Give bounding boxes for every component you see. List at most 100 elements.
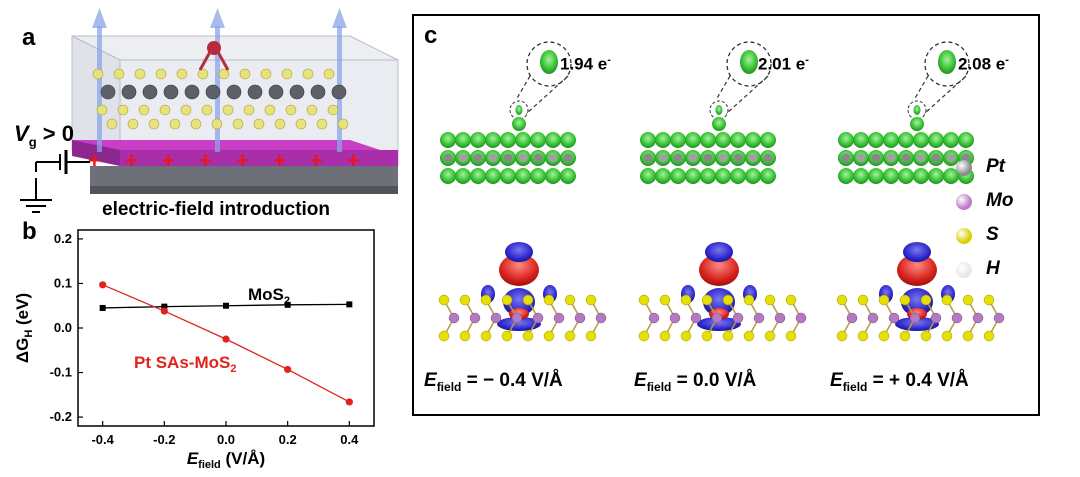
atom <box>673 153 683 163</box>
sulfur-atom <box>459 294 471 306</box>
charge-value-1: 1.94 e- <box>560 54 611 74</box>
data-point <box>284 301 291 308</box>
sulfur-atom <box>659 330 671 342</box>
small-zoom-circle <box>509 100 529 120</box>
charge-isosurface <box>883 168 899 184</box>
atom <box>763 153 773 163</box>
sulfur-atom <box>899 294 911 306</box>
y-tick-label: 0.0 <box>54 320 72 335</box>
atom <box>916 153 926 163</box>
sulfur-atom <box>680 294 692 306</box>
mo-atom <box>247 84 263 100</box>
atom <box>548 153 558 163</box>
sulfur-atom <box>190 118 202 130</box>
sulfur-atom <box>218 68 230 80</box>
atom <box>658 153 668 163</box>
mo-atom <box>163 84 179 100</box>
mo-atom <box>310 84 326 100</box>
plus-sign: + <box>273 148 286 173</box>
mo-atom <box>331 84 347 100</box>
sulfur-atom <box>232 118 244 130</box>
sulfur-atom <box>302 68 314 80</box>
sulfur-atom <box>169 118 181 130</box>
accumulation-lobe <box>705 242 733 262</box>
x-axis-label: Efield (V/Å) <box>187 449 265 471</box>
sulfur-atom <box>680 330 692 342</box>
field-label-2: Efield = 0.0 V/Å <box>634 370 757 394</box>
panel-label-a: a <box>22 24 36 51</box>
legend-dot-h <box>956 262 972 278</box>
plus-sign: + <box>199 148 212 173</box>
x-tick-label: 0.2 <box>279 432 297 447</box>
mo-atom <box>909 312 921 324</box>
sulfur-atom <box>983 330 995 342</box>
mo-atom <box>142 84 158 100</box>
structure-2 <box>638 41 807 342</box>
charge-isosurface <box>913 132 929 148</box>
structure-3 <box>836 41 1005 342</box>
mo-atom <box>205 84 221 100</box>
y-tick-label: 0.1 <box>54 275 72 290</box>
field-label-1: Efield = − 0.4 V/Å <box>424 370 563 394</box>
atom <box>931 153 941 163</box>
sulfur-atom <box>159 104 171 116</box>
charge-isosurface <box>898 132 914 148</box>
sulfur-atom <box>316 118 328 130</box>
atom <box>443 153 453 163</box>
mo-atom <box>993 312 1005 324</box>
zoom-circle <box>726 41 772 87</box>
mo-atom <box>121 84 137 100</box>
atom <box>643 153 653 163</box>
mo-atom <box>732 312 744 324</box>
sulfur-atom <box>323 68 335 80</box>
charge-isosurface <box>838 168 854 184</box>
gate-voltage-label: Vg > 0 <box>14 121 74 150</box>
y-tick-label: -0.1 <box>50 365 72 380</box>
data-point <box>99 304 106 311</box>
charge-isosurface <box>640 168 656 184</box>
charge-isosurface <box>655 168 671 184</box>
charge-isosurface <box>485 132 501 148</box>
mo-atom <box>532 312 544 324</box>
sulfur-atom <box>836 294 848 306</box>
charge-isosurface <box>883 132 899 148</box>
plus-sign: + <box>162 148 175 173</box>
h-charge-blob <box>938 50 956 74</box>
sulfur-atom <box>785 330 797 342</box>
charge-isosurface <box>545 168 561 184</box>
sulfur-atom <box>480 330 492 342</box>
charge-isosurface <box>760 168 776 184</box>
sulfur-atom <box>857 330 869 342</box>
charge-isosurface <box>455 168 471 184</box>
charge-isosurface <box>868 132 884 148</box>
sulfur-atom <box>176 68 188 80</box>
mo-atom <box>268 84 284 100</box>
sulfur-atom <box>543 294 555 306</box>
y-axis-label: ΔGH (eV) <box>13 293 35 363</box>
mo-atom <box>100 84 116 100</box>
charge-isosurface <box>715 132 731 148</box>
atom <box>503 153 513 163</box>
sulfur-atom <box>155 68 167 80</box>
mo-atom <box>690 312 702 324</box>
sulfur-atom <box>253 118 265 130</box>
data-point <box>160 307 168 315</box>
field-label-3: Efield = + 0.4 V/Å <box>830 370 969 394</box>
sulfur-atom <box>148 118 160 130</box>
charge-isosurface <box>853 132 869 148</box>
legend-dot-pt <box>956 160 972 176</box>
sulfur-atom <box>222 104 234 116</box>
sulfur-atom <box>920 330 932 342</box>
sulfur-atom <box>920 294 932 306</box>
mo-atom <box>595 312 607 324</box>
atom <box>748 153 758 163</box>
charge-isosurface <box>470 132 486 148</box>
charge-isosurface <box>670 132 686 148</box>
charge-isosurface <box>928 168 944 184</box>
sulfur-atom <box>764 294 776 306</box>
charge-isosurface <box>560 132 576 148</box>
mo-atom <box>553 312 565 324</box>
sulfur-atom <box>585 294 597 306</box>
charge-isosurface <box>868 168 884 184</box>
mo-atom <box>469 312 481 324</box>
